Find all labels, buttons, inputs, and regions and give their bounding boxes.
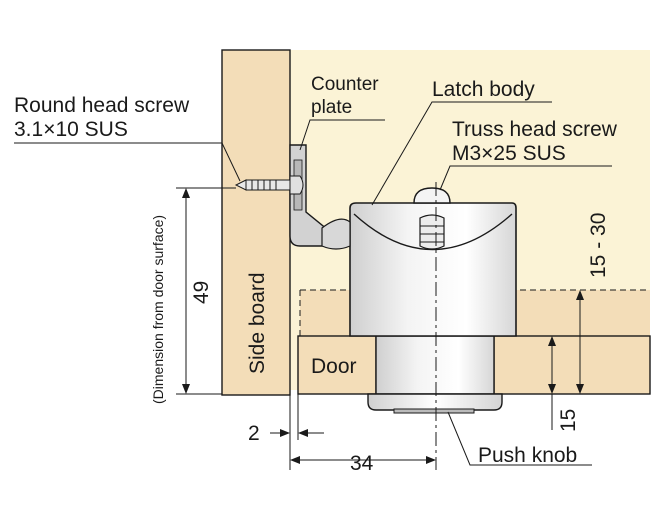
dim-34-arrow-right (426, 456, 436, 464)
latch-lower-housing (375, 335, 495, 395)
truss-screw-head (413, 187, 451, 204)
dim-15-value: 15 (557, 409, 580, 432)
dim-1530-arrow-bottom (576, 384, 584, 394)
dim-49-value: 49 (190, 281, 213, 304)
leader-round-head-screw (14, 142, 241, 182)
label-round-head-screw-spec: 3.1×10 SUS (14, 118, 128, 141)
truss-screw-body (419, 214, 445, 250)
dim-1530-value: 15 - 30 (587, 213, 610, 278)
label-truss-screw-spec: M3×25 SUS (452, 142, 566, 165)
label-dimension-note: (Dimension from door surface) (150, 215, 166, 404)
label-door: Door (311, 355, 357, 378)
dim-34-arrow-left (290, 456, 300, 464)
dim-2-value: 2 (248, 422, 260, 445)
leader-push-knob (447, 411, 592, 466)
push-knob (367, 393, 503, 411)
dim-2-arrow-left (280, 429, 290, 437)
dim-49-arrow-bottom (182, 384, 190, 394)
leader-latch-body (371, 101, 552, 206)
door-panel-left (297, 335, 377, 395)
leader-counter-plate (299, 119, 385, 151)
label-counter-plate-2: plate (311, 97, 352, 118)
round-head-screw-shaft (245, 179, 291, 191)
dim-15-arrow-top (548, 336, 556, 346)
leader-truss-screw (439, 165, 612, 191)
label-push-knob: Push knob (478, 444, 577, 467)
label-truss-screw: Truss head screw (452, 118, 618, 141)
round-head-screw-tip (234, 179, 247, 191)
label-latch-body: Latch body (432, 78, 535, 101)
dim-49-arrow-top (182, 188, 190, 198)
dim-15-arrow-bottom (548, 384, 556, 394)
counter-plate-catch (321, 218, 351, 250)
dim-1530-arrow-top (576, 290, 584, 300)
label-side-board: Side board (246, 272, 269, 374)
door-panel-right (493, 335, 651, 395)
round-head-screw-head (289, 175, 304, 195)
side-board (221, 49, 291, 396)
dim-2-arrow-right (298, 429, 308, 437)
latch-body (349, 202, 517, 337)
label-counter-plate: Counter (311, 74, 379, 95)
label-round-head-screw: Round head screw (14, 94, 190, 117)
push-knob-inner (393, 408, 475, 414)
dim-34-value: 34 (350, 452, 374, 475)
